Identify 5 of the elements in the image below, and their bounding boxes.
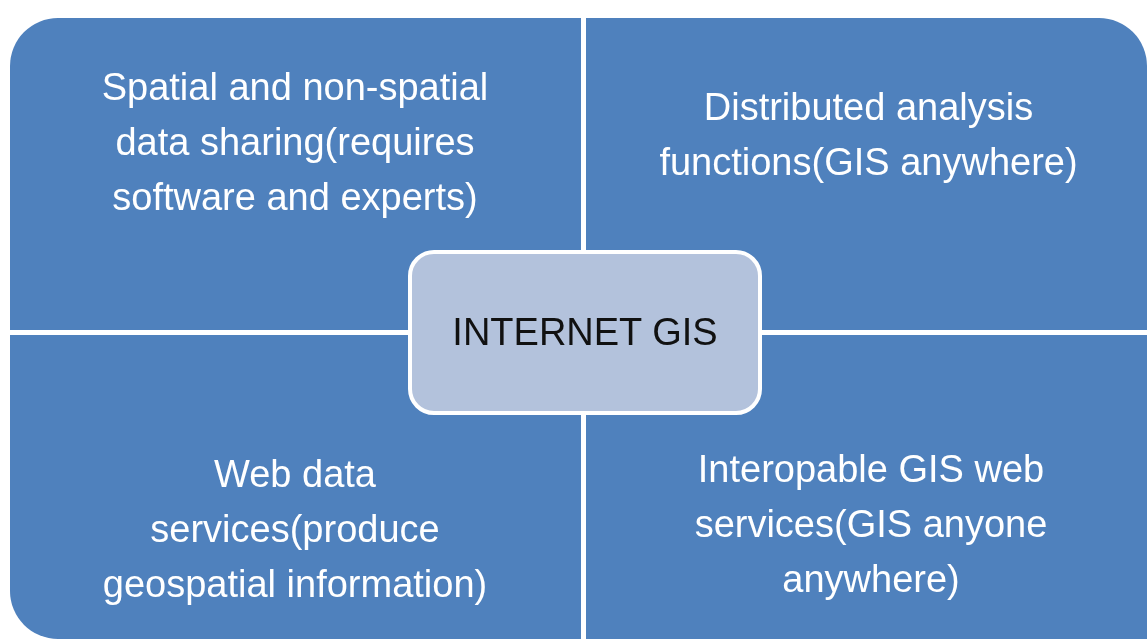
panel-text: Interopable GIS web services(GIS anyone anywhere) [693, 447, 1049, 602]
panel-text: Distributed analysis functions(GIS anywhere) [658, 85, 1079, 185]
panel-text: Spatial and non-spatial data sharing(requires software and experts) [100, 65, 490, 220]
central-box: INTERNET GIS [408, 250, 762, 415]
panel-text: Web data services(produce geospatial information) [101, 452, 489, 607]
